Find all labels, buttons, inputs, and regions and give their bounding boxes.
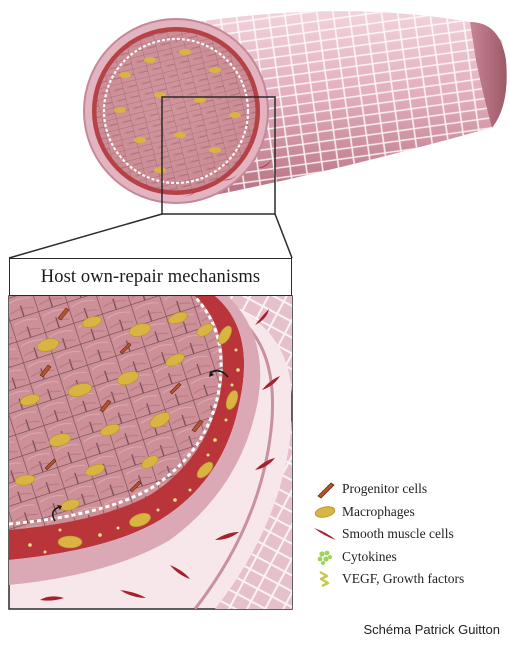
cytokine-icon: [312, 547, 338, 567]
legend-label: VEGF, Growth factors: [342, 571, 464, 587]
progenitor-cell-icon: [312, 479, 338, 499]
zoom-connector-left: [9, 214, 162, 258]
legend-item-macrophages: Macrophages: [312, 501, 508, 524]
credit-text: Schéma Patrick Guitton: [363, 622, 500, 637]
legend-label: Cytokines: [342, 549, 397, 565]
zoom-connector-right: [275, 214, 292, 258]
legend-item-progenitor-cells: Progenitor cells: [312, 478, 508, 501]
legend-label: Progenitor cells: [342, 481, 427, 497]
legend-label: Smooth muscle cells: [342, 526, 454, 542]
smooth-muscle-cell-icon: [312, 524, 338, 544]
legend-label: Macrophages: [342, 504, 415, 520]
inset-panel: [9, 296, 292, 609]
vessel-cylinder: [84, 11, 507, 203]
growth-factor-icon: [312, 569, 338, 589]
inset-title: Host own-repair mechanisms: [9, 258, 292, 296]
macrophage-icon: [312, 502, 338, 522]
legend-item-smooth-muscle-cells: Smooth muscle cells: [312, 523, 508, 546]
legend: Progenitor cells Macrophages Smooth musc…: [312, 478, 508, 591]
legend-item-cytokines: Cytokines: [312, 546, 508, 569]
legend-item-growth-factors: VEGF, Growth factors: [312, 568, 508, 591]
